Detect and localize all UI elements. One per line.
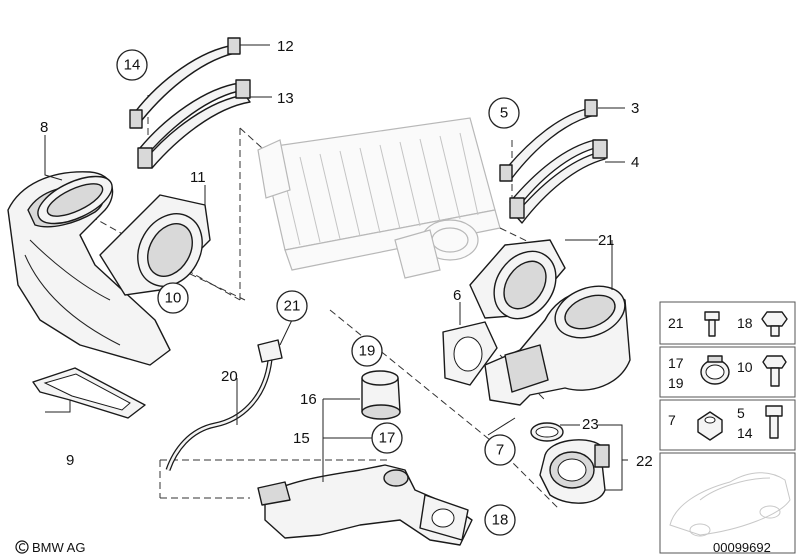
label-2: 2 [598,232,606,249]
svg-text:21: 21 [284,298,301,315]
footer: BMW AG 00099692 [15,540,771,555]
gasket-part-6 [442,321,498,386]
svg-text:10: 10 [165,290,182,307]
circled-callouts: 14 5 10 21 19 17 7 18 [116,49,520,536]
hex-bolt-icon [761,311,788,337]
bolt-icon [762,355,787,387]
diagram-number: 00099692 [713,540,771,555]
panel-label-19: 19 [668,375,684,391]
panel-label-18: 18 [737,315,753,331]
label-16: 16 [300,391,317,408]
callout-19: 19 [351,335,383,367]
callout-10: 10 [157,282,189,314]
callout-21: 21 [276,290,308,322]
rubber-boot-part-11 [99,194,211,296]
panel-label-7: 7 [668,412,676,428]
panel-label-5: 5 [737,405,745,421]
svg-text:18: 18 [492,512,509,529]
copyright-icon [15,540,29,554]
air-duct-part-8 [7,171,171,366]
hose-clamp-part-13 [137,79,251,169]
vehicle-silhouette-icon [669,472,791,537]
callout-14: 14 [116,49,148,81]
callout-5: 5 [488,97,520,129]
label-6: 6 [453,287,461,304]
callout-18: 18 [484,504,516,536]
socket-screw-icon [765,405,783,439]
hose-clamp-part-12 [129,37,241,129]
label-11: 11 [190,169,206,186]
hex-nut-icon [697,411,723,441]
leader-lines [44,44,628,491]
label-20: 20 [221,368,238,385]
small-parts-panel: 21 18 17 19 10 7 5 14 [659,301,796,554]
intake-hose-part-15 [257,464,473,546]
label-1: 1 [606,232,614,249]
brand-text: BMW AG [32,540,85,555]
breather-pipe-part-20 [165,339,283,471]
svg-text:17: 17 [379,430,396,447]
label-9: 9 [66,452,74,469]
label-13: 13 [277,90,294,107]
label-4: 4 [631,154,639,171]
callout-17: 17 [371,422,403,454]
panel-label-10: 10 [737,359,753,375]
svg-text:5: 5 [500,105,508,122]
panel-label-14: 14 [737,425,753,441]
intercooler-ghost [257,117,501,279]
svg-text:7: 7 [496,442,504,459]
o-ring-part-23 [530,422,564,442]
label-15: 15 [293,430,310,447]
label-3: 3 [631,100,639,117]
label-12: 12 [277,38,294,55]
hose-clamp-part-4 [509,139,608,224]
callout-7: 7 [484,434,516,466]
panel-label-21: 21 [668,315,684,331]
throttle-body-part-22 [539,439,610,504]
rubber-boot-part-2 [469,239,566,320]
hose-clamp-icon [700,355,730,385]
panel-label-17: 17 [668,355,684,371]
label-22: 22 [636,453,653,470]
plain-labels: 12 13 3 4 8 11 2 1 6 9 20 16 15 23 22 [40,38,653,470]
label-8: 8 [40,119,48,136]
hose-clamp-part-3 [499,99,598,182]
screw-icon [704,311,720,337]
label-23: 23 [582,416,599,433]
intake-elbow-part-1 [484,285,631,406]
svg-text:19: 19 [359,343,376,360]
gasket-part-9 [32,367,146,419]
sleeve-part-16 [361,370,401,420]
svg-text:14: 14 [124,57,141,74]
